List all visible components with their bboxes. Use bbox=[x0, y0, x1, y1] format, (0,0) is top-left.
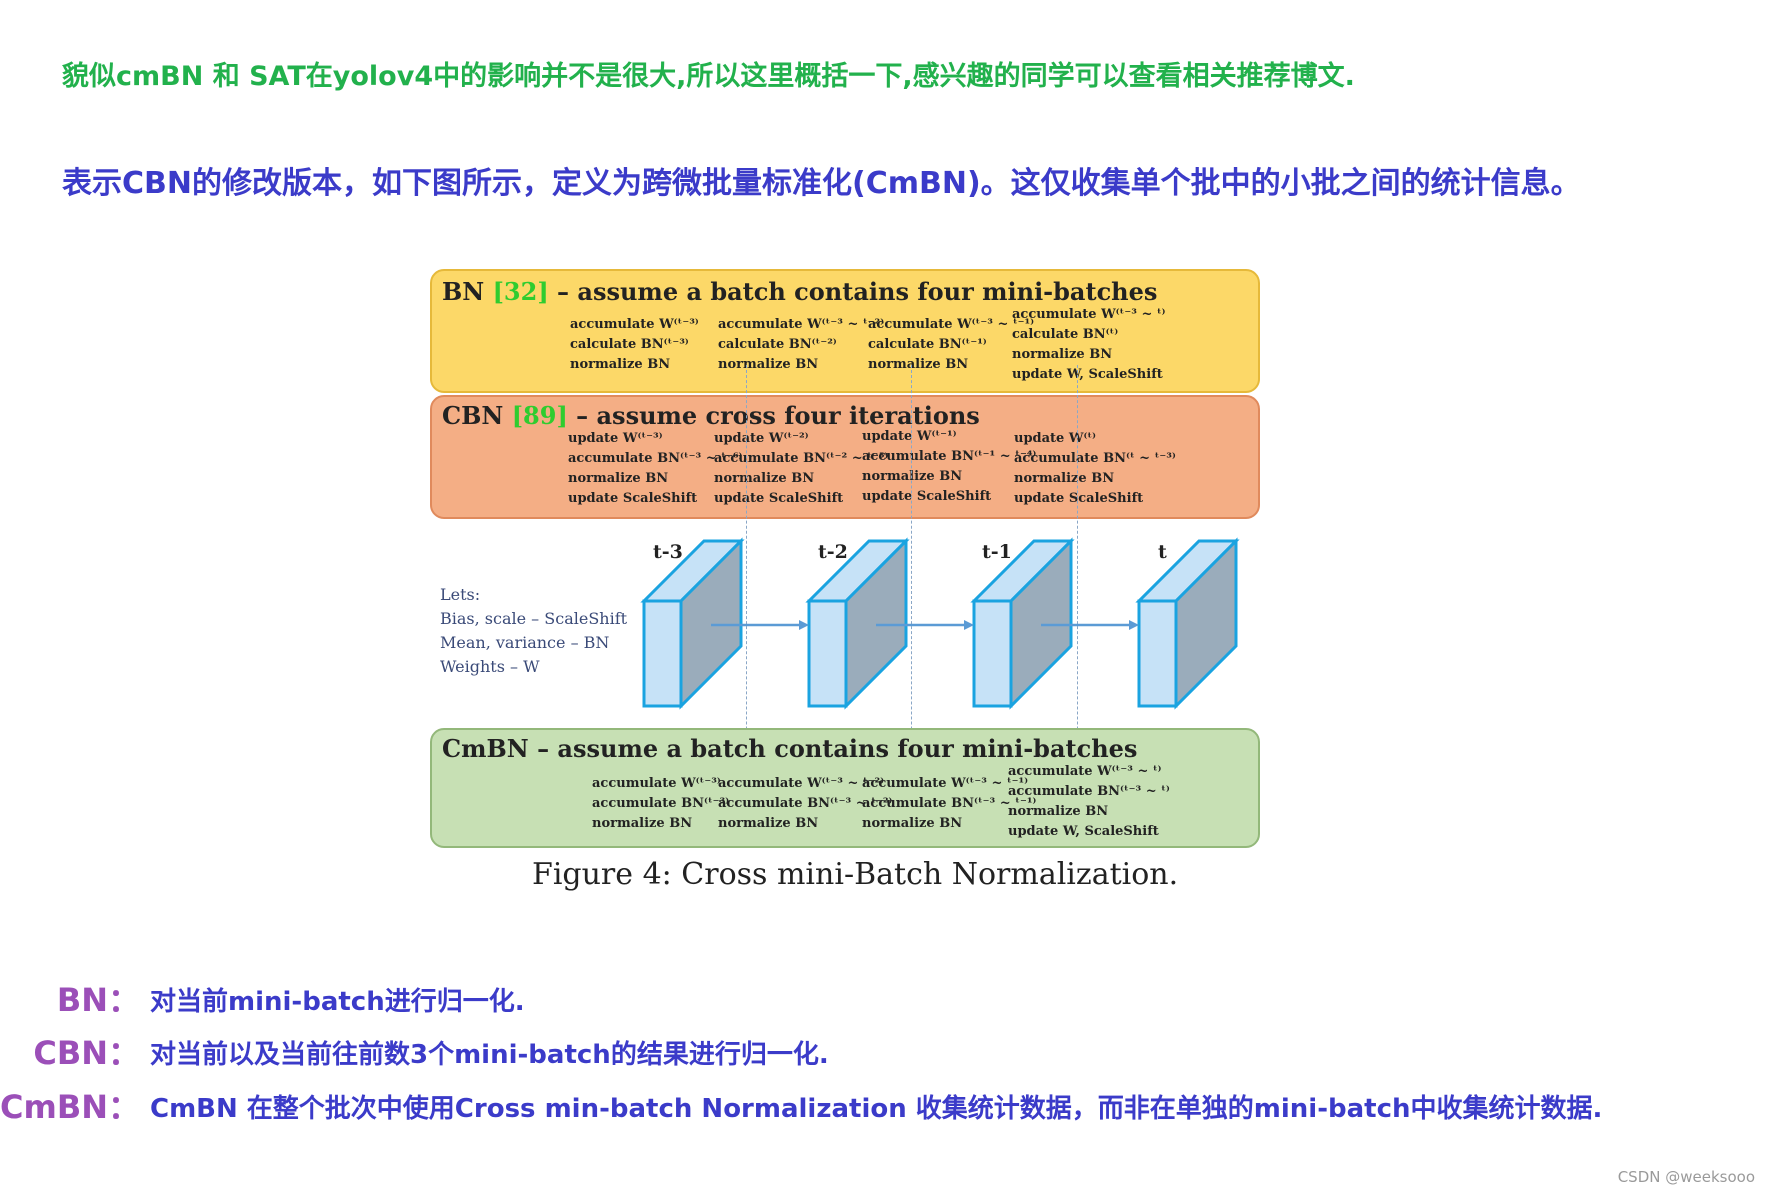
cmbn-col-3-line: normalize BN bbox=[862, 816, 963, 831]
definition-cmbn-text: CmBN 在整个批次中使用Cross min-batch Normalizati… bbox=[150, 1094, 1603, 1124]
cbn-col-3-line: normalize BN bbox=[862, 469, 963, 484]
cmbn-col-3: accumulate W⁽ᵗ⁻³ ~ ᵗ⁻¹⁾ accumulate BN⁽ᵗ⁻… bbox=[862, 774, 1036, 834]
lets-line: Mean, variance – BN bbox=[440, 633, 610, 652]
lets-line: Bias, scale – ScaleShift bbox=[440, 609, 628, 628]
cbn-col-4-line: normalize BN bbox=[1014, 471, 1115, 486]
cube-t-2 bbox=[805, 537, 910, 710]
bn-col-2-line: accumulate W⁽ᵗ⁻³ ~ ᵗ⁻²⁾ bbox=[718, 317, 885, 332]
definition-bn-term: BN： bbox=[56, 981, 140, 1019]
cbn-col-2-line: normalize BN bbox=[714, 471, 815, 486]
bn-band-title: BN [32] – assume a batch contains four m… bbox=[442, 277, 1158, 306]
cmbn-col-1-line: accumulate W⁽ᵗ⁻³⁾ bbox=[592, 776, 721, 791]
cbn-col-3: update W⁽ᵗ⁻¹⁾ accumulate BN⁽ᵗ⁻¹ ~ ᵗ⁻⁴⁾ n… bbox=[862, 427, 1036, 507]
cube-diagram bbox=[640, 537, 1240, 710]
cmbn-band: CmBN – assume a batch contains four mini… bbox=[430, 728, 1260, 848]
bn-col-1: accumulate W⁽ᵗ⁻³⁾ calculate BN⁽ᵗ⁻³⁾ norm… bbox=[570, 315, 699, 375]
cmbn-col-1-line: accumulate BN⁽ᵗ⁻³⁾ bbox=[592, 796, 730, 811]
cbn-col-4-line: update W⁽ᵗ⁾ bbox=[1014, 431, 1097, 446]
cbn-col-1-line: update ScaleShift bbox=[568, 491, 698, 506]
cmbn-col-3-line: accumulate BN⁽ᵗ⁻³ ~ ᵗ⁻¹⁾ bbox=[862, 796, 1037, 811]
bn-col-4: accumulate W⁽ᵗ⁻³ ~ ᵗ⁾ calculate BN⁽ᵗ⁾ no… bbox=[1012, 305, 1166, 385]
cbn-col-3-line: update ScaleShift bbox=[862, 489, 992, 504]
cmbn-band-title: CmBN – assume a batch contains four mini… bbox=[442, 734, 1138, 763]
cbn-col-3-line: update W⁽ᵗ⁻¹⁾ bbox=[862, 429, 957, 444]
cmbn-col-2-line: normalize BN bbox=[718, 816, 819, 831]
cmbn-col-2: accumulate W⁽ᵗ⁻³ ~ ᵗ⁻²⁾ accumulate BN⁽ᵗ⁻… bbox=[718, 774, 892, 834]
cmbn-col-1-line: normalize BN bbox=[592, 816, 693, 831]
bn-col-4-line: accumulate W⁽ᵗ⁻³ ~ ᵗ⁾ bbox=[1012, 307, 1166, 322]
cmbn-col-4-line: accumulate W⁽ᵗ⁻³ ~ ᵗ⁾ bbox=[1008, 764, 1162, 779]
cmbn-col-2-line: accumulate W⁽ᵗ⁻³ ~ ᵗ⁻²⁾ bbox=[718, 776, 885, 791]
cbn-band: CBN [89] – assume cross four iterations … bbox=[430, 395, 1260, 519]
cube-t bbox=[1135, 537, 1240, 710]
bn-band: BN [32] – assume a batch contains four m… bbox=[430, 269, 1260, 393]
cmbn-col-4-line: update W, ScaleShift bbox=[1008, 824, 1159, 839]
cmbn-figure: BN [32] – assume a batch contains four m… bbox=[428, 265, 1268, 905]
figure-caption: Figure 4: Cross mini-Batch Normalization… bbox=[532, 857, 1179, 892]
bn-col-3: accumulate W⁽ᵗ⁻³ ~ ᵗ⁻¹⁾ calculate BN⁽ᵗ⁻¹… bbox=[868, 315, 1034, 375]
definition-cbn-term: CBN： bbox=[33, 1034, 140, 1072]
bn-col-3-line: calculate BN⁽ᵗ⁻¹⁾ bbox=[868, 337, 987, 352]
time-label-t-3: t-3 bbox=[653, 541, 683, 563]
lets-line: Weights – W bbox=[440, 657, 540, 676]
column-separator bbox=[911, 365, 912, 835]
intro-line-1: 貌似cmBN 和 SAT在yolov4中的影响并不是很大,所以这里概括一下,感兴… bbox=[62, 61, 1355, 92]
bn-col-1-line: calculate BN⁽ᵗ⁻³⁾ bbox=[570, 337, 689, 352]
bn-col-1-line: accumulate W⁽ᵗ⁻³⁾ bbox=[570, 317, 699, 332]
cmbn-col-4-line: accumulate BN⁽ᵗ⁻³ ~ ᵗ⁾ bbox=[1008, 784, 1170, 799]
cbn-col-4-line: update ScaleShift bbox=[1014, 491, 1144, 506]
definition-cbn-term-box: CBN： bbox=[0, 1028, 140, 1072]
cbn-col-1: update W⁽ᵗ⁻³⁾ accumulate BN⁽ᵗ⁻³ ~ ᵗ⁻⁶⁾ n… bbox=[568, 429, 742, 509]
cube-t-3 bbox=[640, 537, 745, 710]
cmbn-col-2-line: accumulate BN⁽ᵗ⁻³ ~ ᵗ⁻²⁾ bbox=[718, 796, 893, 811]
cbn-band-title: CBN [89] – assume cross four iterations bbox=[442, 401, 980, 430]
cbn-col-4: update W⁽ᵗ⁾ accumulate BN⁽ᵗ ~ ᵗ⁻³⁾ norma… bbox=[1014, 429, 1176, 509]
arrow-t-2-to-t-1 bbox=[876, 620, 974, 630]
bn-col-2-line: calculate BN⁽ᵗ⁻²⁾ bbox=[718, 337, 837, 352]
cbn-col-1-line: normalize BN bbox=[568, 471, 669, 486]
definition-bn-term-box: BN： bbox=[0, 975, 140, 1019]
cmbn-col-3-line: accumulate W⁽ᵗ⁻³ ~ ᵗ⁻¹⁾ bbox=[862, 776, 1029, 791]
bn-col-3-line: normalize BN bbox=[868, 357, 969, 372]
column-separator bbox=[746, 365, 747, 835]
cbn-reference: [89] bbox=[511, 401, 568, 430]
cbn-col-1-line: accumulate BN⁽ᵗ⁻³ ~ ᵗ⁻⁶⁾ bbox=[568, 451, 743, 466]
cbn-col-2-line: update W⁽ᵗ⁻²⁾ bbox=[714, 431, 809, 446]
bn-reference: [32] bbox=[492, 277, 549, 306]
column-separator bbox=[1077, 365, 1078, 835]
bn-col-2: accumulate W⁽ᵗ⁻³ ~ ᵗ⁻²⁾ calculate BN⁽ᵗ⁻²… bbox=[718, 315, 884, 375]
time-label-t: t bbox=[1158, 541, 1167, 563]
lets-legend: Lets: Bias, scale – ScaleShift Mean, var… bbox=[440, 583, 627, 679]
lets-line: Lets: bbox=[440, 585, 481, 604]
cbn-col-4-line: accumulate BN⁽ᵗ ~ ᵗ⁻³⁾ bbox=[1014, 451, 1176, 466]
time-label-t-1: t-1 bbox=[982, 541, 1012, 563]
time-label-t-2: t-2 bbox=[818, 541, 848, 563]
definition-cmbn-term-box: CmBN： bbox=[0, 1082, 140, 1126]
definition-cmbn-term: CmBN： bbox=[0, 1088, 140, 1126]
arrow-t-1-to-t bbox=[1041, 620, 1139, 630]
cbn-col-2-line: accumulate BN⁽ᵗ⁻² ~ ᵗ⁻⁵⁾ bbox=[714, 451, 889, 466]
bn-col-2-line: normalize BN bbox=[718, 357, 819, 372]
bn-col-4-line: calculate BN⁽ᵗ⁾ bbox=[1012, 327, 1119, 342]
arrow-t-3-to-t-2 bbox=[711, 620, 809, 630]
definition-bn-text: 对当前mini-batch进行归一化. bbox=[150, 987, 525, 1017]
bn-col-3-line: accumulate W⁽ᵗ⁻³ ~ ᵗ⁻¹⁾ bbox=[868, 317, 1035, 332]
bn-col-4-line: update W, ScaleShift bbox=[1012, 367, 1163, 382]
cube-t-1 bbox=[970, 537, 1075, 710]
cmbn-col-4-line: normalize BN bbox=[1008, 804, 1109, 819]
bn-col-1-line: normalize BN bbox=[570, 357, 671, 372]
watermark: CSDN @weeksooo bbox=[1617, 1168, 1755, 1186]
cmbn-col-4: accumulate W⁽ᵗ⁻³ ~ ᵗ⁾ accumulate BN⁽ᵗ⁻³ … bbox=[1008, 762, 1170, 842]
bn-col-4-line: normalize BN bbox=[1012, 347, 1113, 362]
intro-line-2: 表示CBN的修改版本，如下图所示，定义为跨微批量标准化(CmBN)。这仅收集单个… bbox=[62, 166, 1581, 201]
definition-cbn-text: 对当前以及当前往前数3个mini-batch的结果进行归一化. bbox=[150, 1040, 829, 1070]
cbn-col-3-line: accumulate BN⁽ᵗ⁻¹ ~ ᵗ⁻⁴⁾ bbox=[862, 449, 1037, 464]
cbn-col-1-line: update W⁽ᵗ⁻³⁾ bbox=[568, 431, 663, 446]
cmbn-col-1: accumulate W⁽ᵗ⁻³⁾ accumulate BN⁽ᵗ⁻³⁾ nor… bbox=[592, 774, 729, 834]
